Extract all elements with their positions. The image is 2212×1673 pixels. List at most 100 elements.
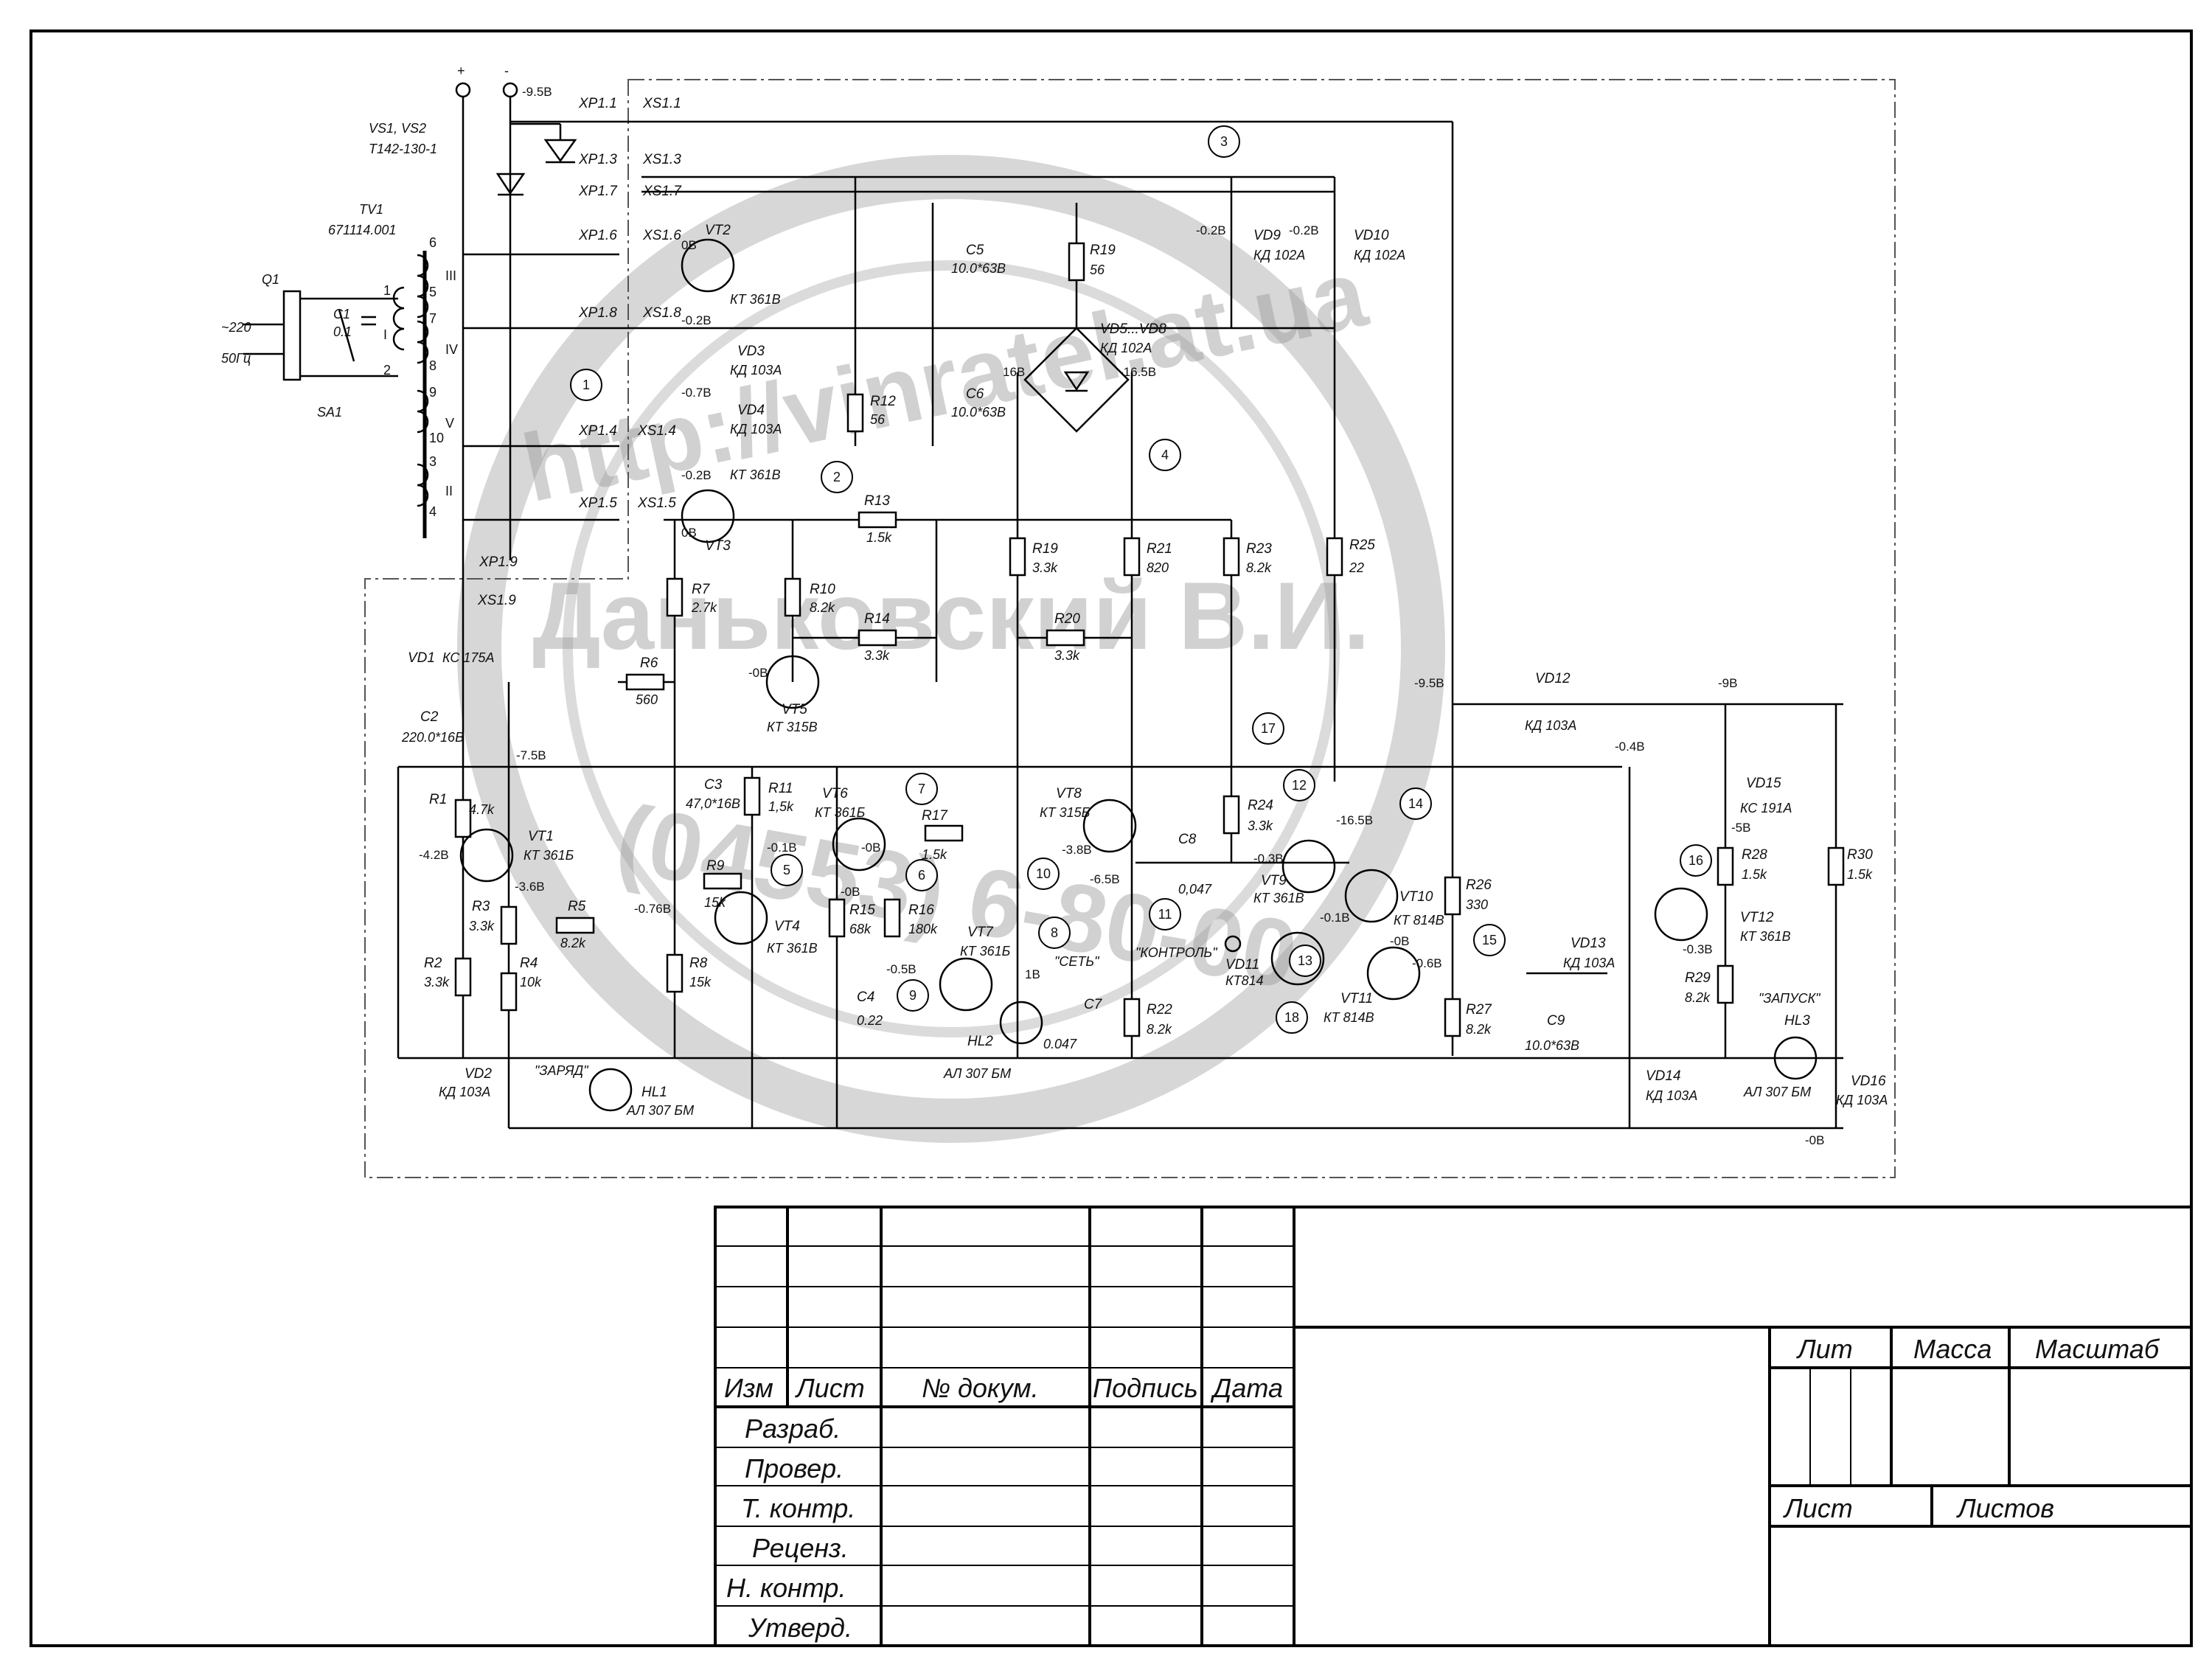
schematic-text: R7 [692, 582, 711, 597]
schematic-text: VT9 [1261, 873, 1287, 888]
schematic-text: Реценз. [752, 1533, 849, 1563]
vt10-label: VT10 КТ 814В [1394, 889, 1444, 928]
r5-label: R58.2k [560, 899, 586, 950]
tv-type: 671114.001 [328, 223, 396, 237]
schematic-text: 4.7k [469, 802, 495, 817]
schematic-text: XS1.1 [642, 96, 681, 111]
schematic-text: 1 [383, 283, 391, 298]
schematic-text: -0.2В [1289, 223, 1319, 237]
schematic-text: IV [445, 342, 458, 357]
schematic-text: КД 103А [1836, 1093, 1888, 1107]
schematic-text: КТ 361В [730, 467, 781, 482]
schematic-text: 9 [909, 988, 917, 1003]
tv-name: TV1 [359, 202, 383, 217]
schematic-text: КС 175А [442, 650, 494, 665]
schematic-text: Утверд. [748, 1613, 852, 1643]
schematic-text: XP1.5 [578, 495, 617, 511]
schematic-text: 8.2k [810, 600, 835, 615]
schematic-text: -0.76В [634, 902, 671, 916]
schematic-text: КТ 361В [1740, 929, 1791, 944]
schematic-text: -3.8В [1062, 843, 1092, 857]
schematic-text: 180k [908, 922, 938, 936]
schematic-text: R30 [1847, 847, 1873, 863]
led-symbols [588, 935, 1818, 1112]
schematic-text: -0В [1805, 1133, 1824, 1147]
schematic-text: 1.5k [866, 530, 892, 545]
schematic-text: VD10 [1354, 228, 1389, 243]
schematic-text: R22 [1147, 1002, 1172, 1018]
schematic-text: R12 [870, 394, 896, 409]
schematic-text: -0.1В [1320, 911, 1350, 925]
schematic-text: VT10 [1399, 889, 1433, 905]
title-block-columns: Изм Лист № докум. Подпись Дата [724, 1373, 1283, 1403]
schematic-text: VD13 [1571, 936, 1606, 951]
schematic-text: VT5 [782, 702, 807, 717]
schematic-text: XS1.8 [642, 305, 681, 321]
vs-name: VS1, VS2 [369, 121, 426, 136]
schematic-text: КТ 315Б [1040, 805, 1091, 820]
schematic-text: 3.3k [1054, 648, 1080, 663]
mass-label: Масса [1913, 1334, 1992, 1364]
schematic-text: КТ 814В [1394, 913, 1444, 928]
schematic-text: КД 103А [1646, 1088, 1697, 1103]
start-indicator-label: "ЗАПУСК" [1759, 991, 1821, 1006]
sheets-label: Листов [1956, 1493, 2054, 1523]
schematic-text: R15 [849, 902, 875, 918]
schematic-text: 1.5k [1742, 867, 1767, 882]
schematic-text: КТ 361Б [960, 944, 1011, 959]
schematic-text: Дата [1210, 1373, 1283, 1403]
schematic-text: R9 [706, 858, 725, 874]
schematic-text: 3.3k [424, 975, 450, 989]
schematic-text: 10.0*63В [951, 405, 1006, 420]
schematic-text: R17 [922, 808, 948, 824]
schematic-text: 0,047 [1178, 882, 1212, 897]
schematic-text: -0В [861, 841, 880, 855]
schematic-text: VT6 [822, 786, 848, 801]
schematic-text: XP1.7 [578, 184, 618, 199]
schematic-text: VT11 [1340, 991, 1373, 1006]
schematic-text: 8.2k [560, 936, 586, 950]
schematic-text: C5 [966, 243, 984, 258]
module-boundary-top [364, 79, 1896, 1178]
schematic-text: VD12 [1535, 671, 1571, 686]
schematic-text: 17 [1261, 721, 1276, 736]
schematic-text: 4 [1161, 448, 1169, 462]
schematic-text: 56 [870, 412, 886, 427]
schematic-text: III [445, 268, 456, 283]
schematic-text: VD2 [465, 1066, 492, 1082]
schematic-text: 10k [520, 975, 542, 989]
schematic-text: XS1.3 [642, 152, 681, 167]
schematic-text: 220.0*16В [401, 730, 464, 745]
schematic-text: 8 [1051, 925, 1058, 940]
schematic-text: 3.3k [469, 919, 495, 933]
schematic-text: R10 [810, 582, 835, 597]
schematic-text: 3.3k [864, 648, 890, 663]
winding-labels: 6 1 5 7 2 8 9 10 3 4 III I IV V II [383, 235, 458, 519]
schematic-text: 3.3k [1248, 818, 1273, 833]
schematic-text: XP1.6 [578, 228, 617, 243]
wiring [397, 120, 1843, 1130]
schematic-text: R4 [520, 956, 538, 971]
schematic-text: Н. контр. [726, 1573, 846, 1603]
schematic-text: 0.047 [1043, 1037, 1077, 1051]
q1-label: Q1 [262, 272, 279, 287]
schematic-text: -4.2В [419, 848, 449, 862]
schematic-text: VT1 [528, 829, 554, 844]
schematic-text: R1 [429, 792, 447, 807]
schematic-text: -0В [748, 666, 768, 680]
schematic-text: -6.5В [1090, 872, 1120, 886]
schematic-text: R3 [472, 899, 490, 914]
